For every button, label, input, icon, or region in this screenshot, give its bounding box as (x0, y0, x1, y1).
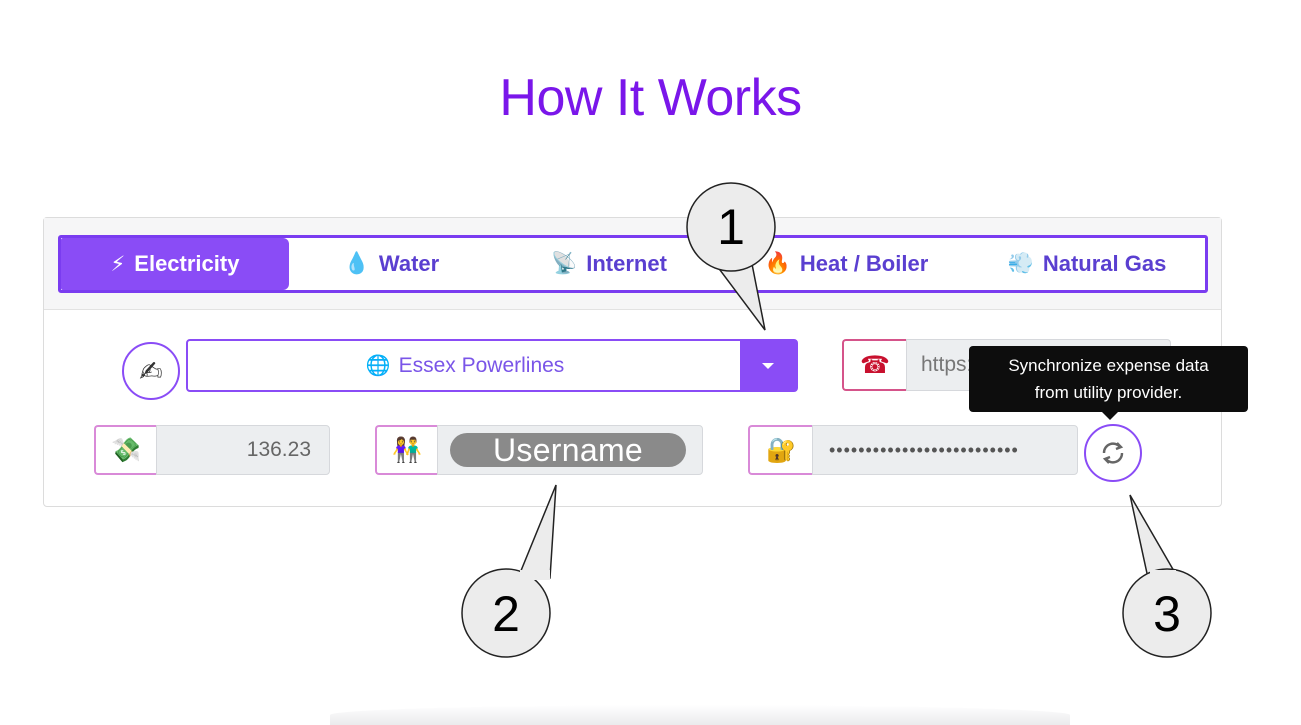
callout-number-3: 3 (1153, 586, 1181, 642)
provider-select-value[interactable]: 🌐 Essex Powerlines (188, 341, 742, 390)
money-icon: 💸 (94, 425, 156, 475)
username-placeholder: Username (450, 432, 686, 468)
people-icon: 👫 (375, 425, 437, 475)
tooltip-line-2: from utility provider. (1034, 383, 1183, 402)
amount-input[interactable]: 136.23 (156, 425, 330, 475)
callout-1 (686, 182, 776, 331)
amount-value: 136.23 (246, 438, 311, 461)
tab-label: Electricity (134, 251, 240, 276)
utility-tabs: ⚡ Electricity 💧 Water 📡 Internet 🔥 Heat … (58, 235, 1208, 293)
callout-number-1: 1 (717, 199, 745, 255)
tab-bar-container: ⚡ Electricity 💧 Water 📡 Internet 🔥 Heat … (44, 218, 1221, 310)
sync-tooltip: Synchronize expense data from utility pr… (969, 346, 1248, 420)
tab-label: Water (378, 251, 440, 276)
telephone-icon: ☎ (842, 339, 906, 391)
username-input[interactable]: Username (437, 425, 703, 475)
dropdown-toggle-button[interactable] (740, 341, 796, 390)
tab-label: Internet (586, 251, 667, 276)
page-title: How It Works (499, 69, 802, 127)
sync-button[interactable] (1084, 424, 1142, 482)
lightning-icon: ⚡ (110, 252, 126, 276)
tab-electricity[interactable]: ⚡ Electricity (61, 238, 289, 290)
caret-down-icon (762, 362, 774, 369)
tooltip-line-1: Synchronize expense data (1008, 356, 1209, 375)
writing-hand-icon: ✍ (122, 342, 180, 400)
password-input[interactable]: •••••••••••••••••••••••••• (812, 425, 1078, 475)
url-value: https: (921, 353, 973, 376)
bottom-shadow (330, 705, 1070, 725)
callout-2 (461, 484, 557, 658)
callout-number-2: 2 (492, 586, 520, 642)
password-value: •••••••••••••••••••••••••• (829, 439, 1019, 460)
provider-name: Essex Powerlines (398, 353, 565, 377)
tab-heat-boiler[interactable]: 🔥 Heat / Boiler (724, 238, 969, 290)
lock-icon: 🔐 (748, 425, 812, 475)
fire-icon: 🔥 (764, 252, 791, 275)
satellite-icon: 📡 (551, 252, 578, 275)
callout-3 (1122, 494, 1212, 658)
refresh-icon (1102, 442, 1124, 464)
tab-natural-gas[interactable]: 💨 Natural Gas (969, 238, 1205, 290)
provider-select[interactable]: 🌐 Essex Powerlines (186, 339, 798, 392)
tab-water[interactable]: 💧 Water (289, 238, 494, 290)
gas-icon: 💨 (1007, 252, 1034, 275)
droplet-icon: 💧 (343, 252, 370, 275)
tab-label: Natural Gas (1042, 251, 1167, 276)
tab-internet[interactable]: 📡 Internet (494, 238, 724, 290)
tab-label: Heat / Boiler (799, 251, 929, 276)
globe-icon: 🌐 (365, 355, 391, 377)
